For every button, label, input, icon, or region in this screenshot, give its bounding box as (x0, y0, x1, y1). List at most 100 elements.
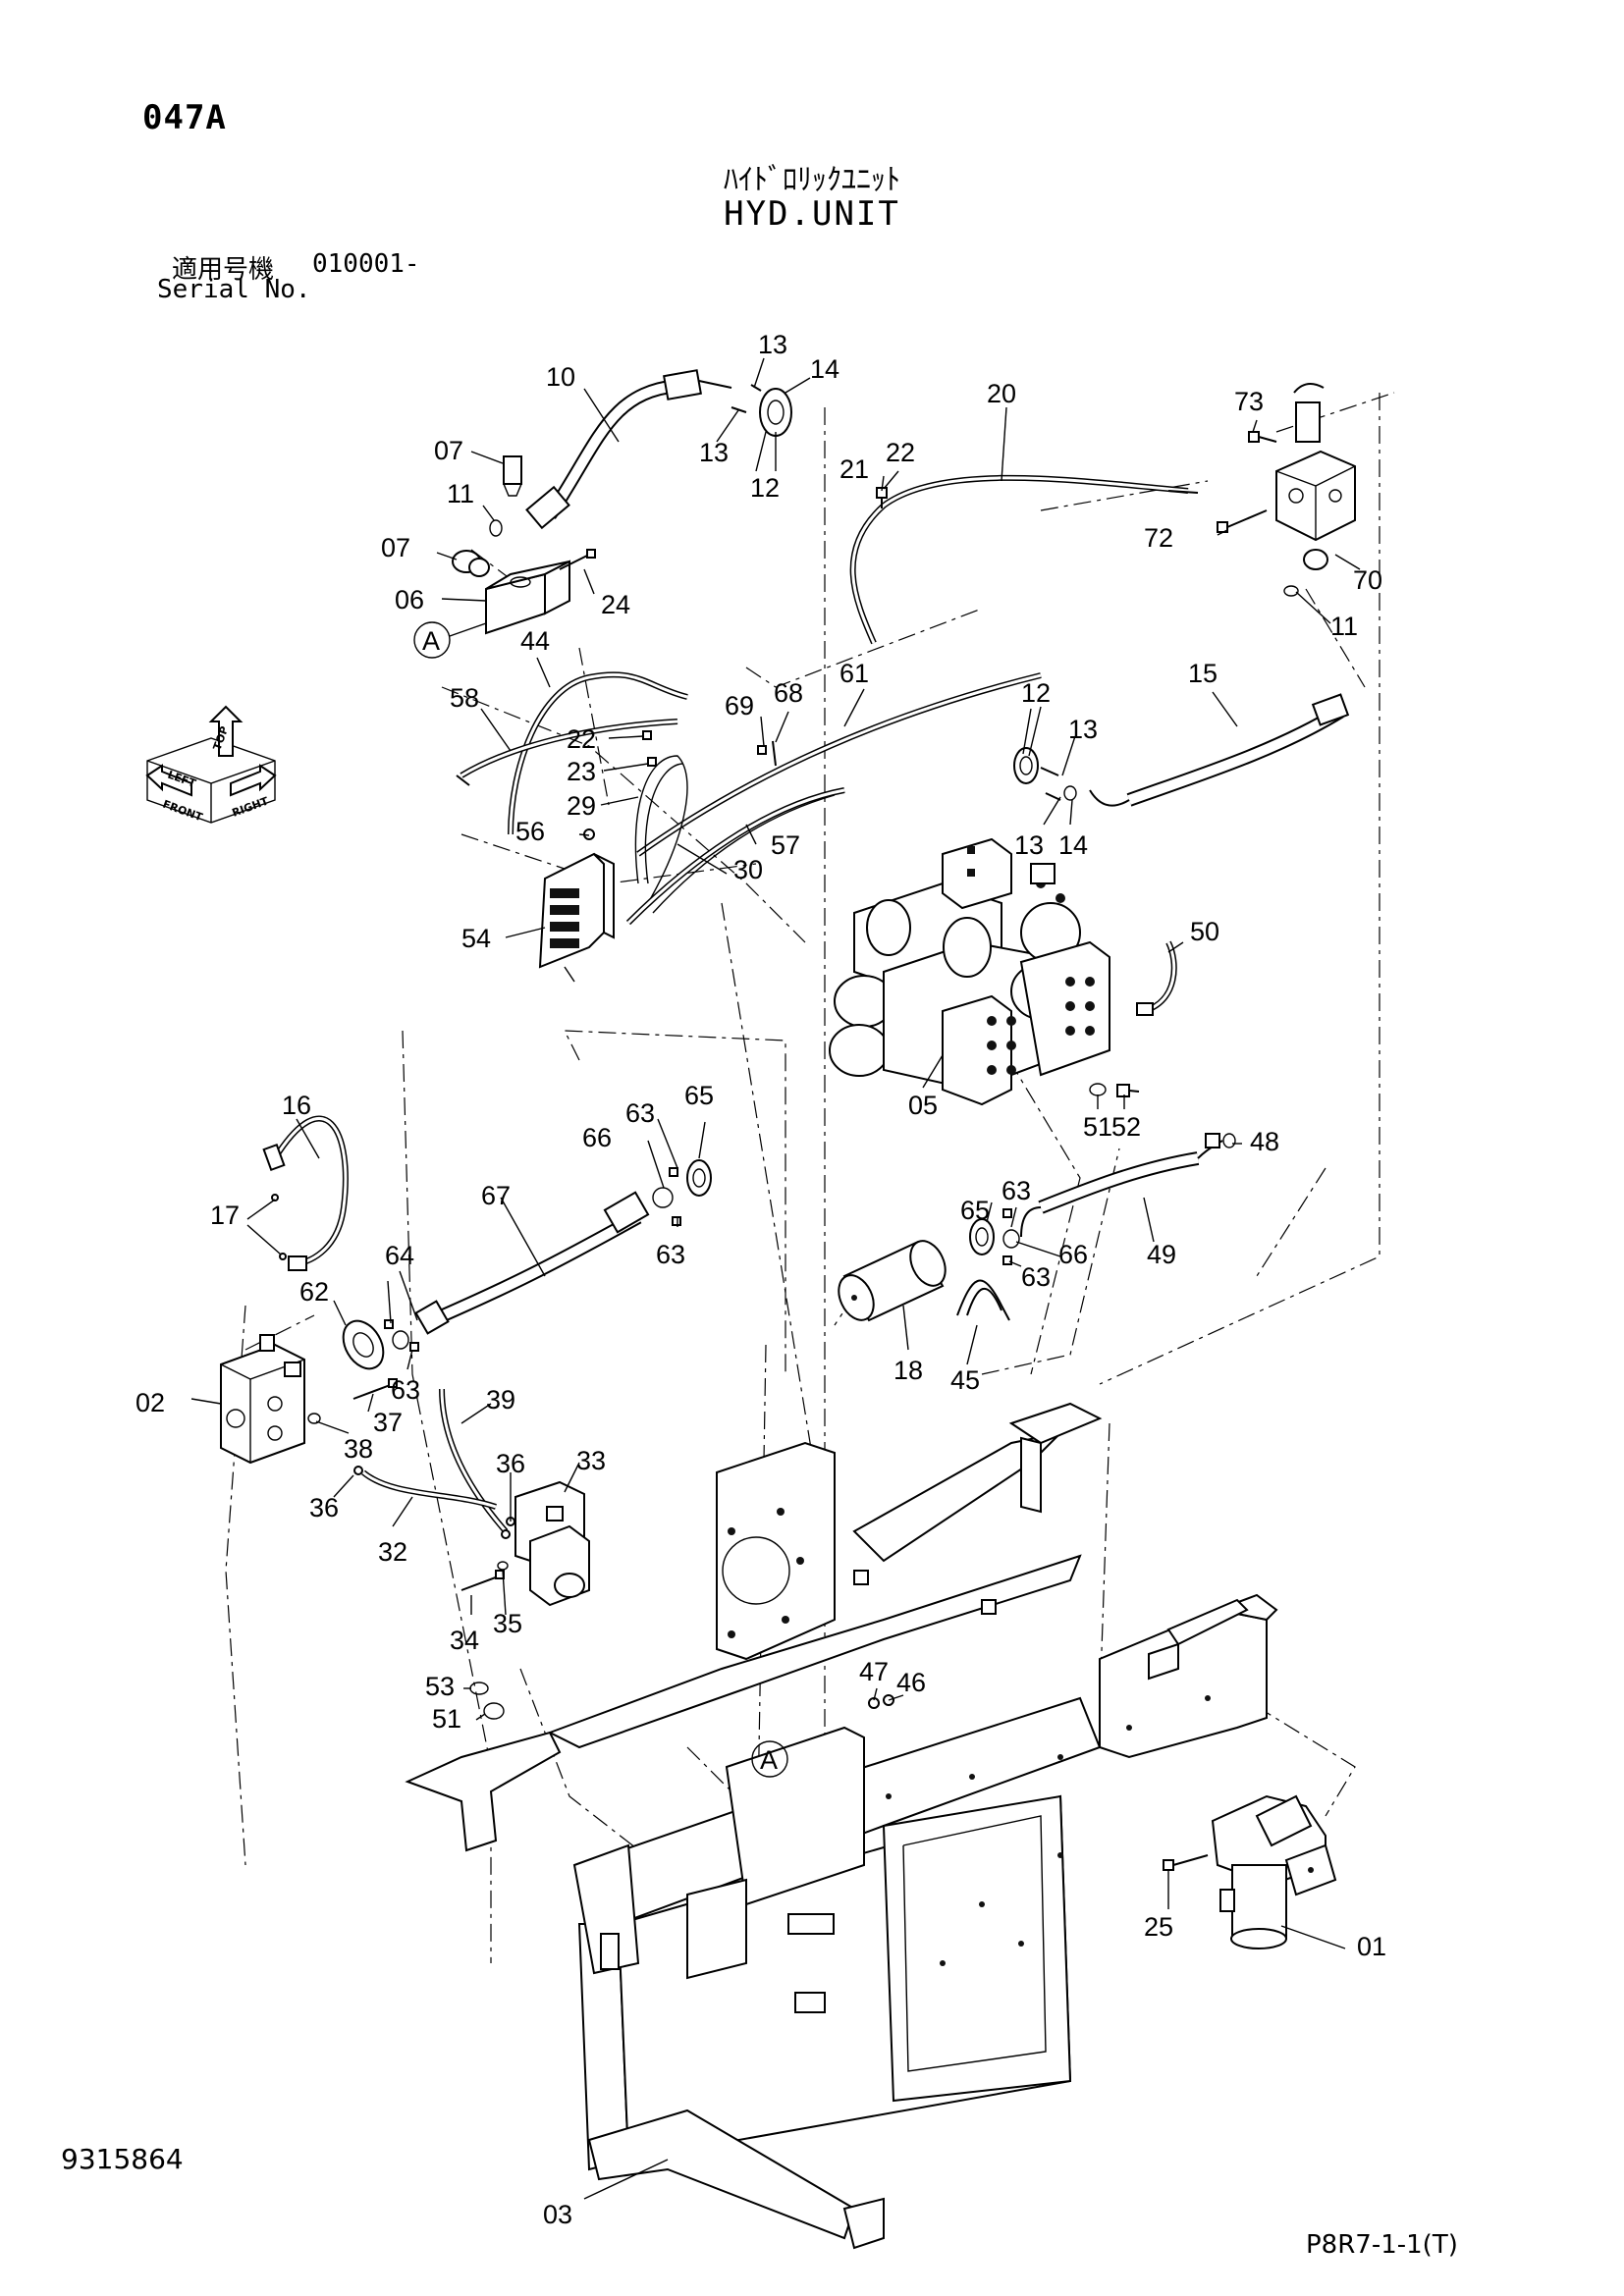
tube-50 (1136, 940, 1177, 1016)
callout-24: 24 (601, 590, 630, 619)
cylinder-18 (838, 1240, 947, 1322)
block-06 (485, 560, 570, 635)
callout-69: 69 (725, 691, 754, 721)
callout-12a: 12 (750, 473, 780, 503)
callout-32: 32 (378, 1537, 407, 1567)
callout-33: 33 (576, 1446, 606, 1475)
callout-51a: 51 (1083, 1112, 1112, 1142)
bolt-25 (1163, 1854, 1209, 1871)
callout-06: 06 (395, 585, 424, 614)
valve-54 (538, 828, 615, 983)
tube-61 (636, 672, 1042, 857)
serial-number-range: 010001- (312, 249, 420, 279)
callout-01: 01 (1357, 1932, 1386, 1961)
o-ring-11-right (1283, 585, 1299, 597)
block-70 (1275, 383, 1356, 570)
callout-46: 46 (896, 1668, 926, 1697)
bolt-73 (1248, 431, 1277, 443)
callout-44: 44 (520, 626, 550, 656)
callout-63e: 63 (1021, 1262, 1051, 1292)
callout-16: 16 (282, 1091, 311, 1120)
callout-66a: 66 (582, 1123, 612, 1152)
label-right: RIGHT (231, 794, 271, 819)
callout-62: 62 (299, 1277, 329, 1307)
tube-58 (456, 719, 678, 786)
split-flange-62 (342, 1319, 419, 1370)
direction-indicator-icon: TOP FRONT RIGHT LEFT (145, 705, 277, 825)
callout-63a: 63 (625, 1098, 655, 1128)
label-front: FRONT (161, 798, 204, 825)
callout-66b: 66 (1058, 1240, 1088, 1269)
split-flange-65-right (969, 1208, 1020, 1265)
o-ring-11-left (489, 519, 503, 537)
valve-33 (501, 1480, 590, 1607)
svg-text:A: A (760, 1745, 778, 1775)
valve-block-02 (220, 1334, 305, 1465)
callout-57: 57 (771, 830, 800, 860)
callout-45: 45 (950, 1365, 980, 1395)
callout-leaders (190, 357, 1361, 2200)
clip-45 (956, 1279, 1010, 1321)
callout-13b: 13 (699, 438, 729, 467)
callout-37: 37 (373, 1408, 403, 1437)
tube-44 (508, 671, 688, 835)
front-arrow-icon (145, 764, 192, 797)
frame-03 (405, 1402, 1278, 2250)
callout-22a: 22 (886, 438, 915, 467)
callout-51b: 51 (432, 1704, 461, 1734)
callout-29: 29 (567, 791, 596, 821)
hose-10 (525, 369, 732, 530)
control-valve-05 (829, 837, 1110, 1106)
right-arrow-icon (230, 764, 277, 797)
callout-36a: 36 (309, 1493, 339, 1522)
callout-65a: 65 (684, 1081, 714, 1110)
tube-39 (439, 1388, 509, 1533)
bolt-72 (1217, 509, 1268, 533)
callout-14a: 14 (810, 354, 839, 384)
callout-07b: 07 (381, 533, 410, 562)
hose-15 (1089, 693, 1350, 807)
callout-17: 17 (210, 1201, 240, 1230)
callout-73: 73 (1234, 387, 1264, 416)
split-flange-65-left (652, 1159, 712, 1226)
filter-01 (1211, 1794, 1337, 1949)
split-flange-12-right (1013, 747, 1077, 801)
callout-07a: 07 (434, 436, 463, 465)
callout-05: 05 (908, 1091, 938, 1120)
callout-70: 70 (1353, 565, 1382, 595)
callout-25: 25 (1144, 1912, 1173, 1942)
top-arrow-icon (208, 705, 244, 757)
callout-50: 50 (1190, 917, 1219, 946)
callout-65b: 65 (960, 1196, 990, 1225)
fitting-07-lower (452, 550, 490, 577)
tube-57 (625, 787, 845, 926)
callout-47: 47 (859, 1657, 889, 1686)
reference-code: P8R7-1-1(T) (1306, 2230, 1458, 2260)
callout-63c: 63 (391, 1375, 420, 1405)
callout-18: 18 (893, 1356, 923, 1385)
callout-54: 54 (461, 924, 491, 953)
callout-63d: 63 (1001, 1176, 1031, 1205)
tube-32 (353, 1466, 497, 1510)
bolt-37-washer-38 (307, 1378, 398, 1424)
callout-52: 52 (1111, 1112, 1141, 1142)
page-code: 047A (142, 98, 227, 137)
callout-56: 56 (515, 817, 545, 846)
callout-35: 35 (493, 1609, 522, 1638)
fitting-07-upper (503, 455, 522, 497)
callout-30: 30 (733, 855, 763, 884)
callout-22b: 22 (567, 724, 596, 754)
callout-labels: 10 13 14 13 12 07 11 07 06 24 20 21 22 7… (135, 330, 1386, 2229)
callout-21: 21 (839, 454, 869, 484)
svg-text:A: A (422, 626, 440, 656)
callout-72: 72 (1144, 523, 1173, 553)
bolt-34-washer-35 (460, 1561, 509, 1591)
callout-64: 64 (385, 1241, 414, 1270)
title-japanese: ﾊｲﾄﾞﾛﾘｯｸﾕﾆｯﾄ (724, 163, 900, 197)
callout-67: 67 (481, 1181, 511, 1210)
bolt-24 (559, 549, 596, 570)
callout-12b: 12 (1021, 678, 1051, 708)
callout-63b: 63 (656, 1240, 685, 1269)
callout-34: 34 (450, 1626, 479, 1655)
